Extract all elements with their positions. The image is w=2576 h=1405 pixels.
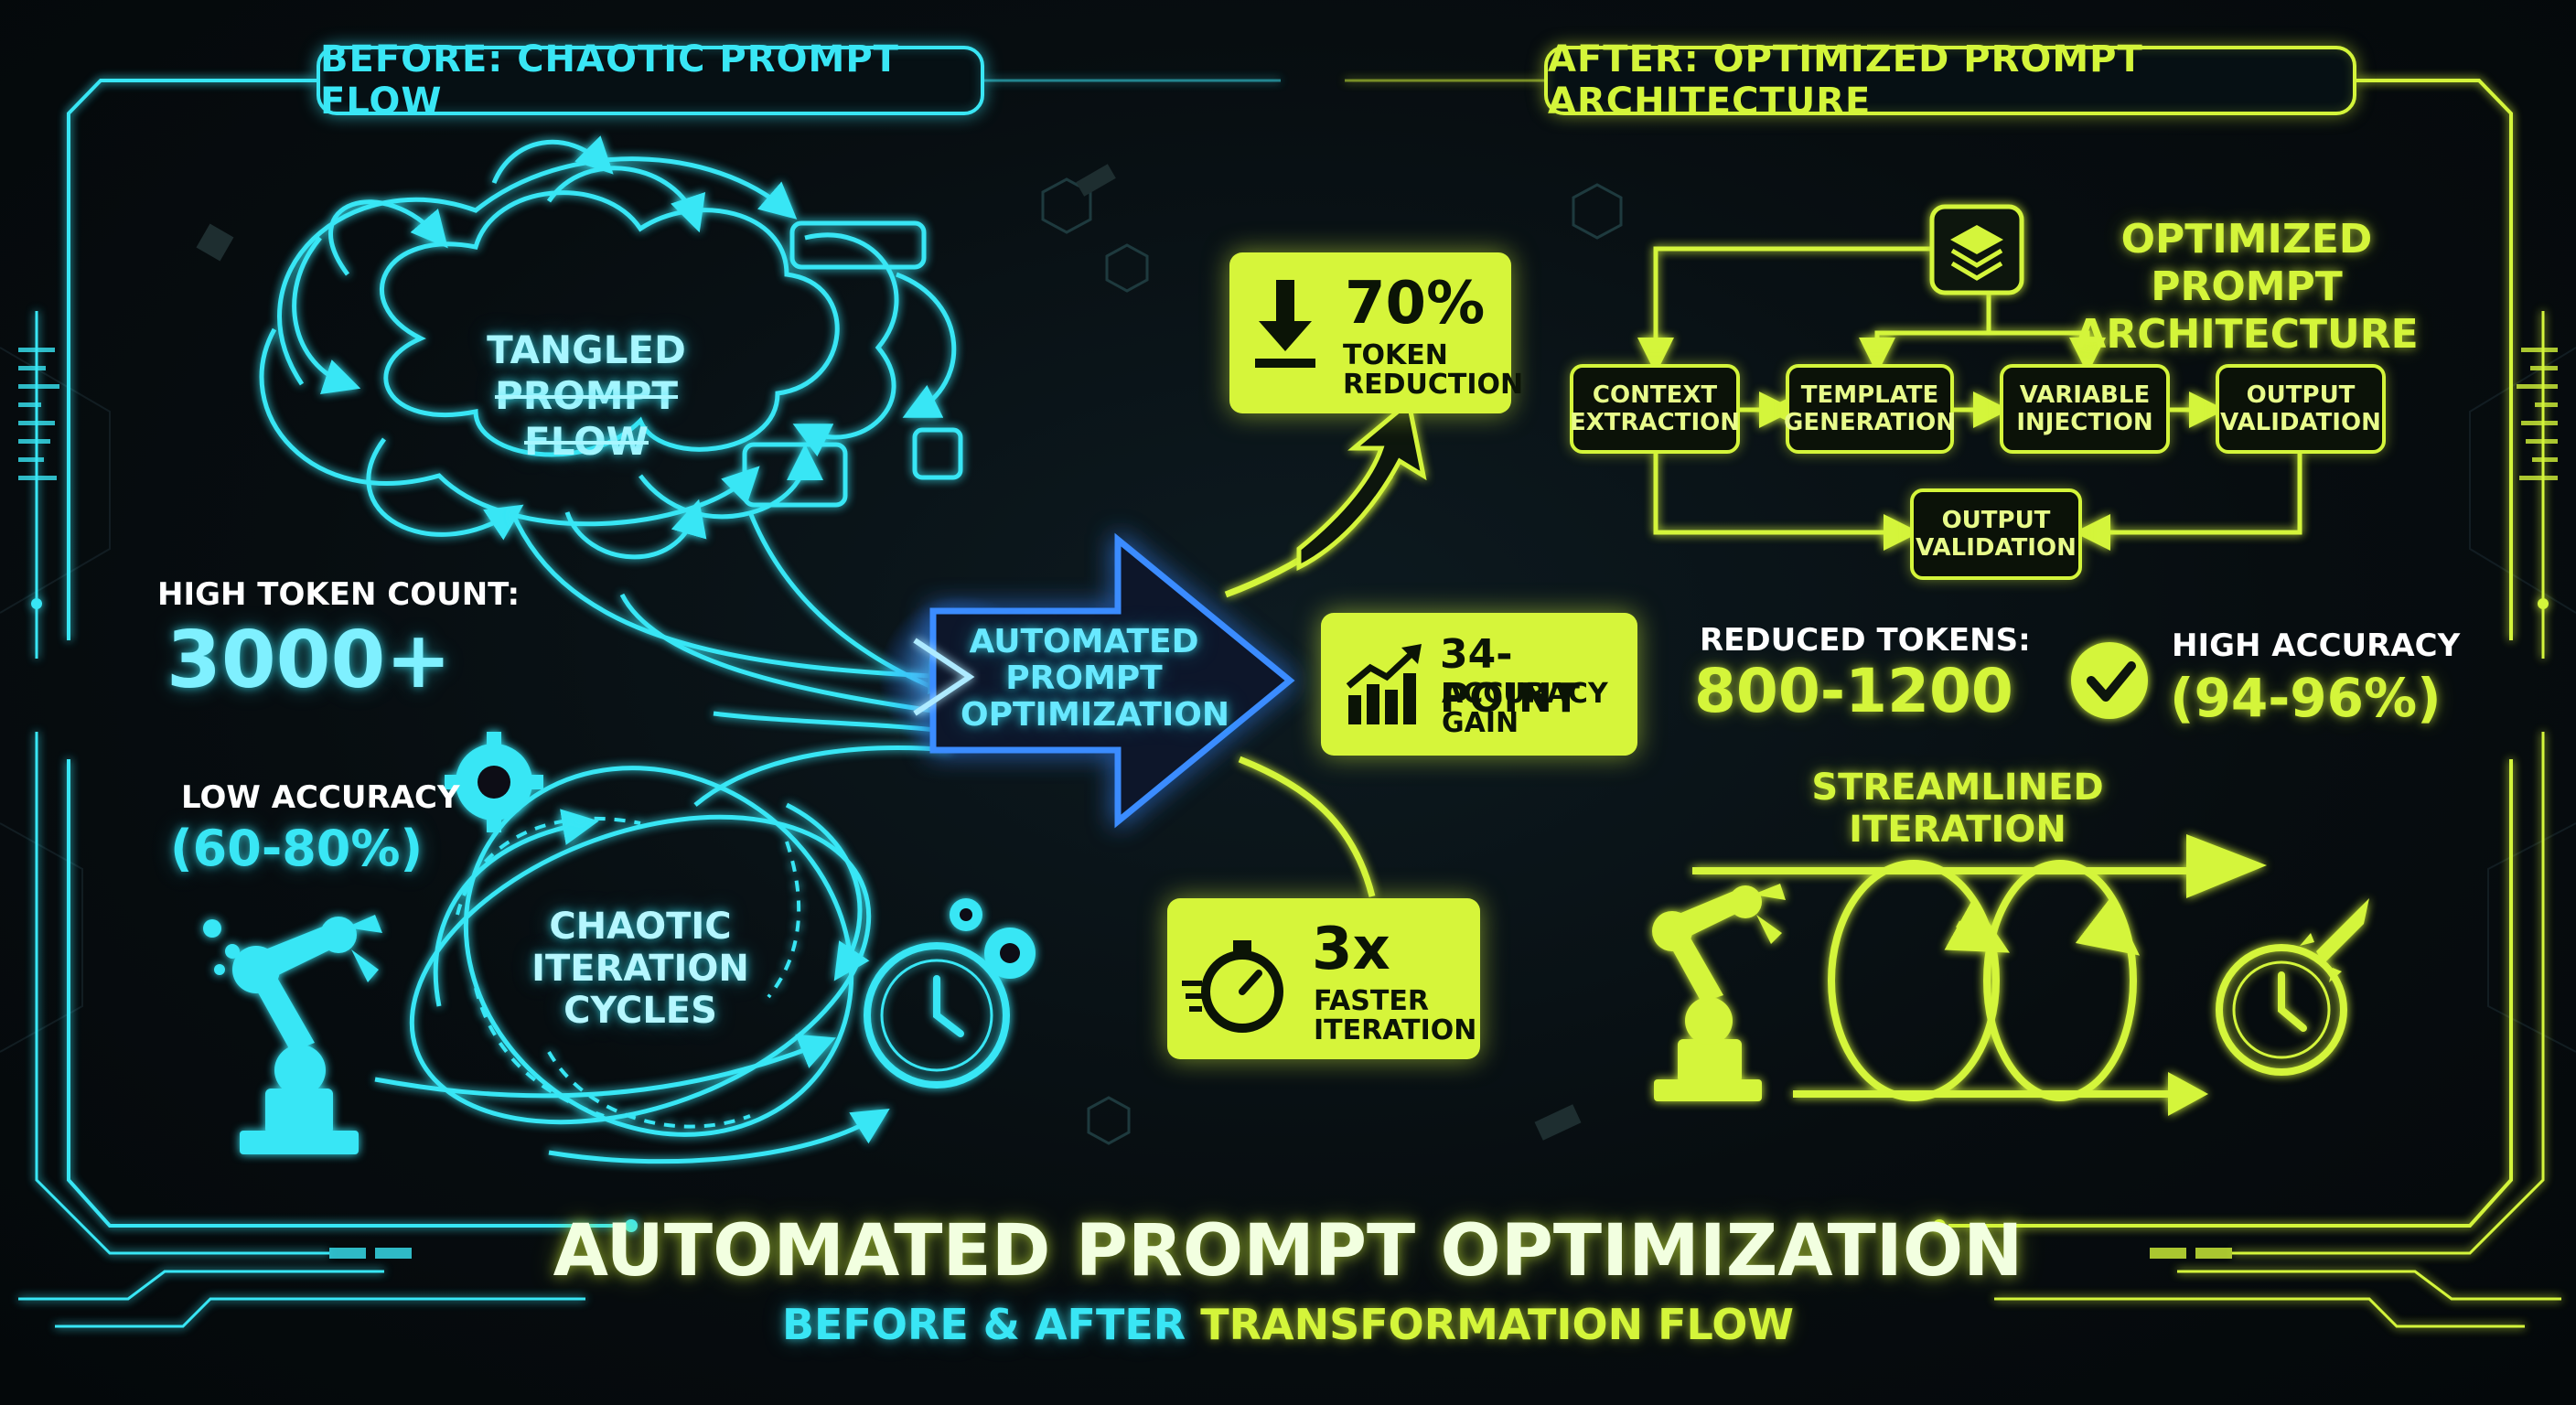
robot-arm-icon: [203, 915, 382, 1154]
footer-subtitle-part2: TRANSFORMATION FLOW: [1200, 1300, 1795, 1349]
download-arrow-icon: [1255, 280, 1315, 368]
checkmark-icon: [2071, 642, 2148, 719]
streamlined-line2: ITERATION: [1849, 809, 2066, 851]
architecture-connectors: [1637, 246, 2302, 551]
high-token-label: HIGH TOKEN COUNT:: [157, 576, 521, 613]
accuracy-gain-value: 34-POINT: [1440, 631, 1580, 722]
node-line2: GENERATION: [1783, 409, 1957, 436]
faster-iteration-value: 3x: [1312, 916, 1390, 983]
node-line1: CONTEXT: [1592, 381, 1718, 409]
after-panel-title: AFTER: OPTIMIZED PROMPT ARCHITECTURE: [1544, 38, 2356, 123]
accuracy-gain-line1: ACCURACY: [1442, 678, 1608, 710]
central-arrow-shape: [878, 532, 1295, 829]
token-reduction-card: 70% TOKEN REDUCTION: [1229, 252, 1523, 413]
faster-iteration-line1: FASTER: [1314, 985, 1429, 1017]
tangled-flow-label: TANGLED PROMPT FLOW: [435, 327, 737, 465]
streamlined-loops: [1692, 834, 2267, 1116]
reduced-tokens-label: REDUCED TOKENS:: [1700, 622, 2031, 659]
node-line1: TEMPLATE: [1800, 381, 1939, 409]
arch-title-line2: ARCHITECTURE: [2075, 311, 2419, 358]
token-reduction-value: 70%: [1345, 270, 1486, 338]
chaotic-line2: ITERATION: [531, 948, 749, 990]
before-panel-title: BEFORE: CHAOTIC PROMPT FLOW: [317, 38, 984, 123]
footer-subtitle: BEFORE & AFTER TRANSFORMATION FLOW: [0, 1299, 2576, 1350]
chaotic-line3: CYCLES: [564, 990, 717, 1032]
tangled-flow-lines: [259, 135, 963, 560]
faster-iteration-card: 3x FASTER ITERATION: [1167, 898, 1480, 1059]
node-line2: INJECTION: [2016, 409, 2153, 436]
reduced-tokens-value: 800-1200: [1694, 656, 2013, 726]
footer-title: AUTOMATED PROMPT OPTIMIZATION: [553, 1210, 2023, 1292]
growth-arrow-icon: [1296, 398, 1427, 572]
architecture-title: OPTIMIZED PROMPT ARCHITECTURE: [2045, 216, 2448, 359]
arch-title-line1: OPTIMIZED PROMPT: [2120, 216, 2373, 310]
clock-icon: [864, 898, 1036, 1089]
chaotic-cycle-lines: [374, 766, 890, 1164]
chart-up-icon: [1346, 644, 1422, 724]
arrow-line2: PROMPT: [1005, 660, 1163, 697]
node-line2: EXTRACTION: [1569, 409, 1741, 436]
decorative-chips: [196, 164, 1582, 1141]
faster-iteration-line2: ITERATION: [1314, 1014, 1477, 1046]
high-token-value: 3000+: [166, 615, 452, 706]
token-reduction-line2: REDUCTION: [1343, 369, 1524, 401]
node-line1: OUTPUT: [2246, 381, 2356, 409]
arrow-line3: OPTIMIZATION: [961, 696, 1230, 734]
token-reduction-line1: TOKEN: [1343, 339, 1448, 371]
rocket-clock-icon: [2216, 898, 2369, 1076]
tangled-line2: PROMPT FLOW: [494, 373, 679, 464]
chaotic-line1: CHAOTIC: [549, 906, 732, 948]
low-accuracy-label: LOW ACCURACY: [181, 779, 460, 816]
accuracy-gain-card: 34-POINT ACCURACY GAIN: [1321, 613, 1637, 756]
stopwatch-icon: [1182, 940, 1283, 1033]
low-accuracy-value: (60-80%): [170, 820, 424, 877]
node-line2: VALIDATION: [1916, 534, 2077, 562]
decorative-cubes: [1041, 177, 1623, 1145]
robot-arm-icon-right: [1652, 884, 1786, 1101]
left-frame: [18, 79, 1281, 1328]
streamlined-iteration-label: STREAMLINED ITERATION: [1793, 767, 2122, 851]
node-line1: OUTPUT: [1941, 507, 2051, 534]
right-side-ticks: [2150, 348, 2558, 1259]
high-accuracy-value: (94-96%): [2170, 667, 2442, 729]
footer-subtitle-part1: BEFORE & AFTER: [781, 1300, 1186, 1349]
node-line1: VARIABLE: [2019, 381, 2151, 409]
arrow-line1: AUTOMATED: [969, 623, 1199, 660]
central-arrow-label: AUTOMATED PROMPT OPTIMIZATION: [961, 623, 1230, 734]
accuracy-gain-line2: GAIN: [1442, 707, 1519, 739]
streamlined-line1: STREAMLINED: [1811, 767, 2104, 809]
node-line2: VALIDATION: [2220, 409, 2381, 436]
tangled-line1: TANGLED: [487, 327, 686, 372]
chaotic-cycles-label: CHAOTIC ITERATION CYCLES: [512, 906, 768, 1032]
left-side-ticks: [18, 348, 412, 1259]
background-grid: [0, 347, 2576, 1053]
right-frame: [1345, 79, 2561, 1328]
layers-icon: [1929, 204, 2024, 295]
high-accuracy-label: HIGH ACCURACY: [2172, 627, 2461, 664]
gear-icon: [445, 732, 543, 832]
